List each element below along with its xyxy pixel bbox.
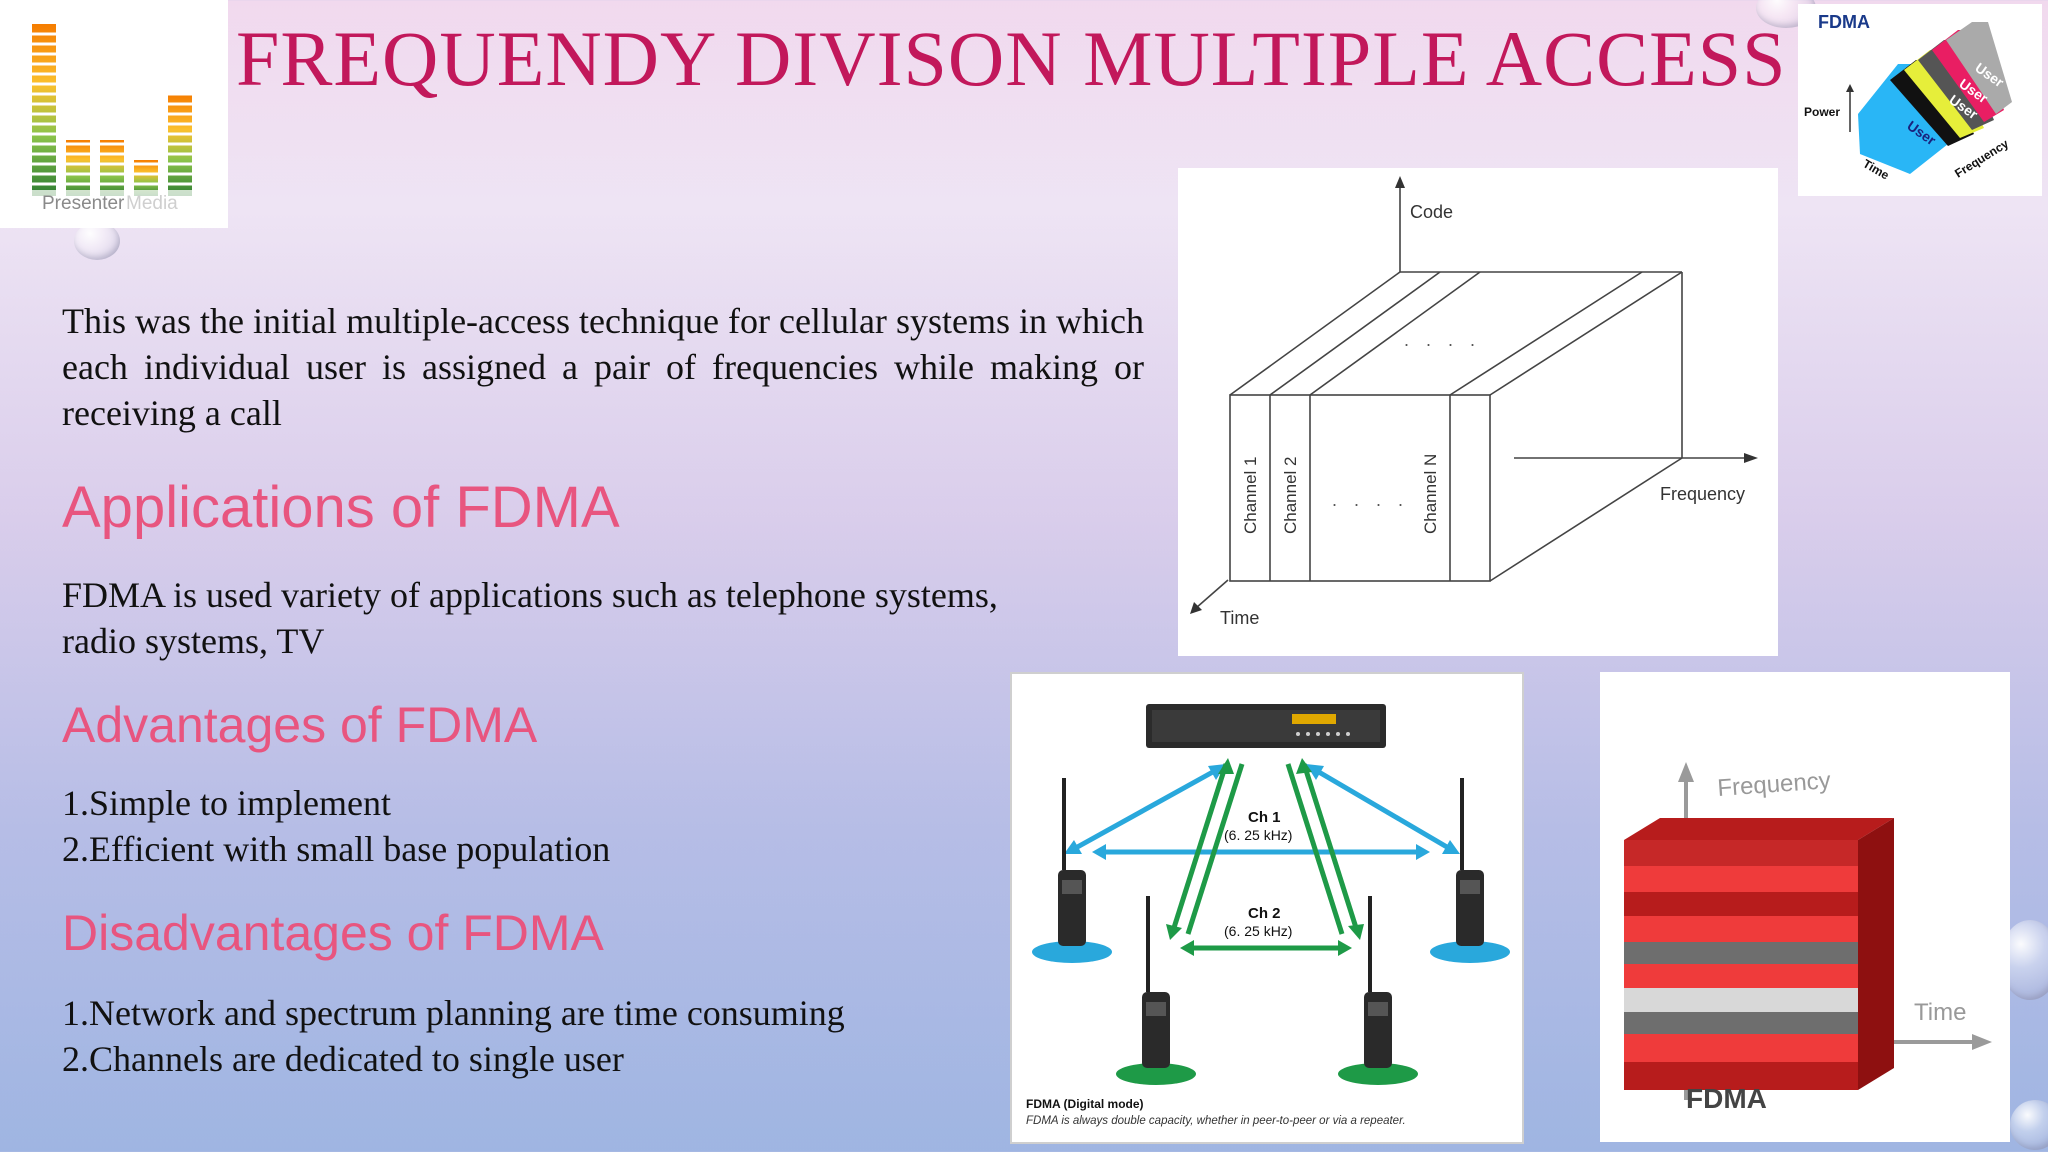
- slide-title: FREQUENDY DIVISON MULTIPLE ACCESS: [236, 15, 1787, 102]
- logo-text-presenter: Presenter: [42, 193, 125, 214]
- ch2-label: Ch 2: [1248, 905, 1281, 922]
- channel-label: Channel N: [1421, 454, 1440, 534]
- presentermedia-logo: Presenter Media: [0, 0, 228, 228]
- ch1-bandwidth: (6. 25 kHz): [1224, 827, 1292, 843]
- code-time-frequency-diagram: Code Frequency Time Channel 1 Channel 2 …: [1178, 168, 1778, 656]
- equalizer-icon: Presenter Media: [20, 24, 210, 216]
- advantages-item: 1.Simple to implement: [62, 783, 391, 823]
- disadvantages-item: 2.Channels are dedicated to single user: [62, 1039, 624, 1079]
- top-ellipsis: . . . .: [1404, 330, 1481, 350]
- radio-icon: [1116, 896, 1196, 1085]
- ch2-bandwidth: (6. 25 kHz): [1224, 923, 1292, 939]
- logo-text-media: Media: [126, 193, 178, 214]
- fdma-block-diagram: Frequency Time FDMA: [1600, 672, 2010, 1142]
- corner-power-label: Power: [1804, 105, 1840, 119]
- channel-label: Channel 2: [1281, 456, 1300, 534]
- corner-frequency-label: Frequency: [1952, 136, 2011, 180]
- frequency-axis-label: Frequency: [1660, 484, 1745, 504]
- disadvantages-heading: Disadvantages of FDMA: [62, 905, 604, 961]
- radio-icon: [1430, 778, 1510, 963]
- radio-fdma-diagram: Ch 1 (6. 25 kHz) Ch 2 (6. 25 kHz) FDMA (…: [1010, 672, 1524, 1144]
- time-axis-label: Time: [1220, 608, 1259, 628]
- ch1-label: Ch 1: [1248, 809, 1281, 826]
- block-time-label: Time: [1914, 999, 1966, 1026]
- code-axis-label: Code: [1410, 202, 1453, 222]
- block-frequency-label: Frequency: [1717, 767, 1832, 802]
- applications-text-line1: FDMA is used variety of applications suc…: [62, 575, 998, 615]
- disadvantages-item: 1.Network and spectrum planning are time…: [62, 993, 845, 1033]
- radio-icon: [1032, 778, 1112, 963]
- corner-fdma-diagram: FDMA Power User User User User Time Freq…: [1798, 4, 2042, 196]
- corner-title: FDMA: [1818, 12, 1870, 32]
- channel-label: Channel 1: [1241, 456, 1260, 534]
- repeater-icon: [1146, 704, 1386, 748]
- intro-paragraph: This was the initial multiple-access tec…: [62, 301, 1144, 433]
- radio-caption-text: FDMA is always double capacity, whether …: [1026, 1115, 1406, 1127]
- decorative-bubble: [74, 222, 120, 260]
- advantages-heading: Advantages of FDMA: [62, 697, 538, 753]
- radio-icon: [1338, 896, 1418, 1085]
- channel-ellipsis: . . . .: [1332, 490, 1409, 510]
- applications-heading: Applications of FDMA: [62, 475, 620, 540]
- advantages-item: 2.Efficient with small base population: [62, 829, 611, 869]
- block-fdma-label: FDMA: [1686, 1083, 1767, 1114]
- applications-text-line2: radio systems, TV: [62, 621, 325, 661]
- decorative-bubble: [2010, 1100, 2048, 1150]
- radio-caption-title: FDMA (Digital mode): [1026, 1097, 1144, 1111]
